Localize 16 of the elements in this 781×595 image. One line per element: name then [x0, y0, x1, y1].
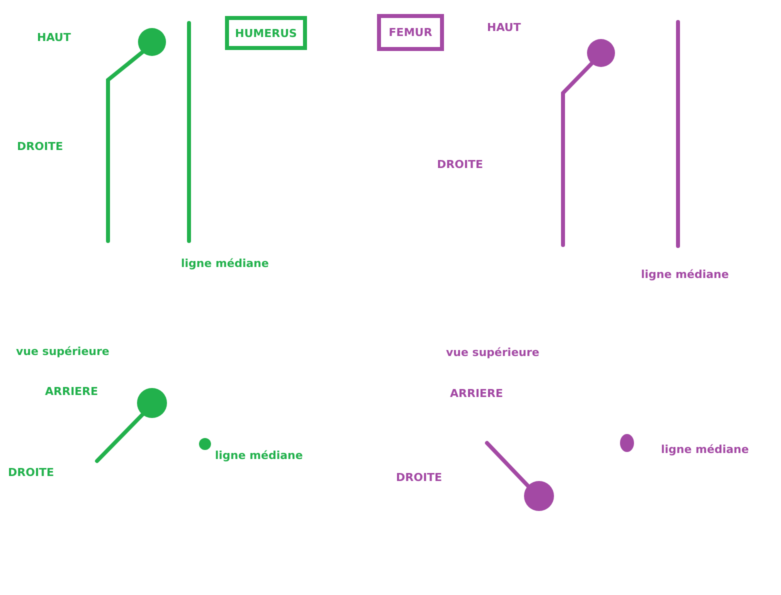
median-label: ligne médiane: [215, 449, 303, 462]
title-box: HUMERUS: [225, 16, 307, 50]
direction-label: DROITE: [17, 140, 64, 153]
median-label: ligne médiane: [181, 257, 269, 270]
view-label: vue supérieure: [16, 345, 110, 358]
direction-label: DROITE: [396, 471, 442, 484]
title-box: FEMUR: [377, 14, 444, 51]
median-label: ligne médiane: [661, 443, 749, 456]
median-label: ligne médiane: [641, 268, 729, 281]
direction-label: DROITE: [437, 158, 484, 171]
direction-label: ARRIERE: [450, 387, 504, 400]
direction-label: HAUT: [37, 31, 71, 44]
direction-label: DROITE: [8, 466, 54, 479]
direction-label: HAUT: [487, 21, 521, 34]
direction-label: ARRIERE: [45, 385, 98, 398]
view-label: vue supérieure: [446, 346, 540, 359]
